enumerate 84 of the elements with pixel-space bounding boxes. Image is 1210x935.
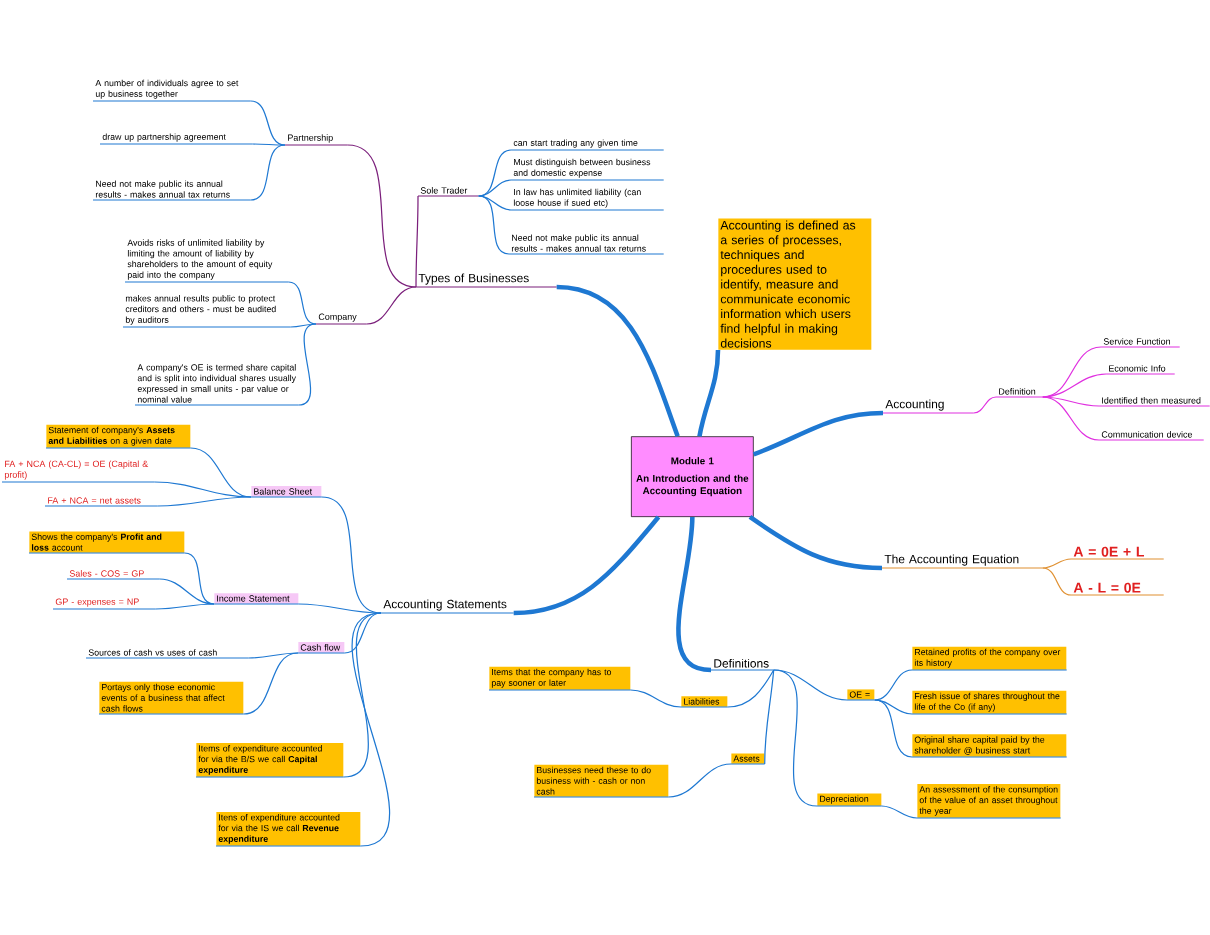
topic-text: draw up partnership agreement (99, 133, 254, 145)
branch-line (874, 669, 913, 701)
note-box: Portays only those economic events of a business that affect cash flows (98, 681, 245, 715)
label-box: Depreciation (816, 793, 883, 807)
formula-text: Sales - COS = GP (66, 570, 161, 580)
topic-text: Need not make public its annual results - makes annual tax returns (92, 180, 252, 201)
branch-line (347, 144, 417, 288)
branch-line (513, 515, 661, 616)
label-box: OE = (846, 689, 876, 701)
equation-text: A - L = 0E (1070, 582, 1165, 596)
topic-text: A company's OE is termed share capital and is split into individual shares usually expressed in small units - par value or nominal value (134, 364, 300, 406)
branch-topic: Accounting (882, 399, 975, 414)
branch-line (874, 699, 913, 758)
formula-text: FA + NCA = net assets (44, 497, 159, 507)
branch-line (764, 669, 775, 765)
branch-line (676, 516, 712, 673)
label-box: Cash flow (297, 642, 346, 654)
branch-line (252, 143, 286, 146)
topic-text: A number of individuals agree to set up business together (92, 79, 252, 102)
branch-line (752, 410, 884, 457)
branch-line (157, 496, 252, 507)
label-box: Balance Sheet (250, 486, 323, 498)
topic-text: Must distinguish between business and domestic expense (510, 158, 665, 181)
branch-line (478, 179, 512, 197)
label-box: Income Statement (213, 593, 300, 605)
topic-text: Avoids risks of unlimited liability by limiting the amount of liability by shareholders to the amount of equity paid into the company (124, 239, 290, 283)
note-box: Original share capital paid by the shareholder @ business start (911, 734, 1068, 758)
note-box: An assessment of the consumption of the value of an asset throughout the year (916, 784, 1062, 819)
branch-line (298, 323, 317, 406)
note-box: Itens of expenditure accounted for via the IS we call Revenue expenditure (215, 812, 362, 847)
branch-line (243, 652, 299, 715)
topic-text: Sole Trader (417, 187, 480, 197)
branch-line (697, 349, 721, 437)
branch-line (556, 284, 680, 438)
branch-line (727, 669, 775, 708)
branch-line (973, 396, 997, 414)
branch-line (366, 286, 417, 325)
branch-line (290, 323, 317, 328)
branch-line (478, 195, 510, 255)
branch-line (155, 603, 215, 610)
branch-line (250, 144, 286, 201)
note-box: Items that the company has to pay sooner or later (488, 666, 632, 691)
topic-text: Need not make public its annual results - makes annual tax returns (508, 234, 665, 255)
note-box: Businesses need these to do business with - cash or non cash (533, 764, 670, 798)
branch-line (630, 689, 682, 708)
branch-topic: The Accounting Equation (881, 554, 1044, 569)
central-topic-box: Module 1 An Introduction and the Accounting Equation (631, 436, 754, 517)
note-box: Shows the company's Profit and loss account (28, 531, 186, 554)
branch-line (1042, 558, 1072, 569)
branch-line (1042, 396, 1100, 441)
note-box: Retained profits of the company over its history (911, 646, 1068, 671)
topic-text: Identified then measured (1098, 397, 1210, 407)
branch-topic: Accounting Statements (380, 599, 515, 614)
branch-line (773, 669, 818, 807)
branch-line (881, 805, 918, 819)
topic-text: can start trading any given time (510, 139, 665, 151)
branch-line (298, 603, 382, 614)
note-box: Items of expenditure accounted for via the B/S we call Capital expenditure (195, 743, 345, 778)
topic-text: Definition (995, 388, 1044, 398)
topic-text: Communication device (1098, 431, 1205, 441)
topic-text: Company (315, 313, 368, 325)
branch-line (415, 195, 419, 288)
topic-text: Economic Info (1105, 365, 1176, 375)
branch-line (351, 612, 391, 847)
label-box: Liabilities (680, 696, 729, 708)
topic-text: Service Function (1100, 338, 1181, 348)
label-box: Assets (730, 753, 766, 765)
topic-text: Sources of cash vs uses of cash (85, 649, 250, 659)
branch-line (1042, 567, 1072, 596)
topic-text: makes annual results public to protect creditors and others - must be audited by auditors (122, 295, 292, 328)
branch-line (748, 515, 883, 571)
branch-line (1042, 396, 1100, 407)
formula-text: FA + NCA (CA-CL) = OE (Capital & profit) (1, 460, 156, 483)
branch-line (248, 652, 299, 659)
topic-text: Partnership (284, 134, 349, 146)
note-box: Statement of company's Assets and Liabilities on a given date (45, 424, 192, 449)
topic-text: In law has unlimited liability (can loose house if sued etc) (510, 188, 665, 211)
branch-topic: Definitions (710, 658, 775, 671)
note-box: Fresh issue of shares throughout the life of the Co (if any) (911, 690, 1068, 715)
equation-text: A = 0E + L (1070, 546, 1165, 560)
branch-topic: Types of Businesses (415, 273, 558, 288)
branch-line (668, 763, 732, 798)
formula-text: GP - expenses = NP (52, 598, 157, 610)
definition-box: Accounting is defined as a series of processes, techniques and procedures used to identify, measure and communicate economic information which users find helpful in making decisions (718, 218, 872, 350)
